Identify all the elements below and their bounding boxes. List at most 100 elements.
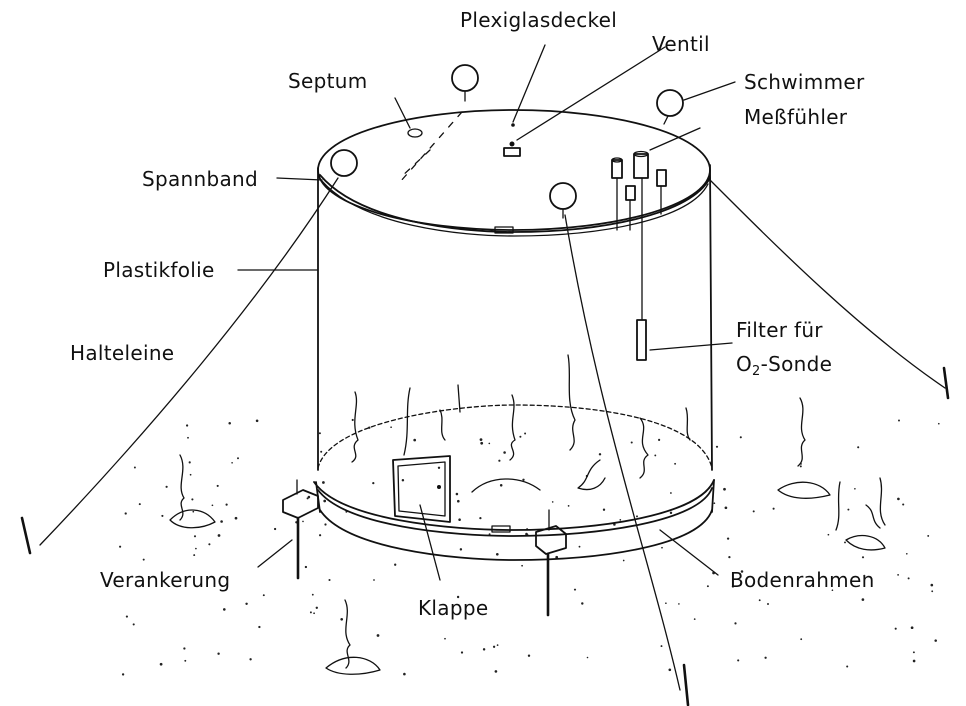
sediment-dot xyxy=(599,453,601,455)
sediment-dot xyxy=(497,644,499,646)
sediment-dot xyxy=(458,518,461,521)
sediment-dot xyxy=(413,439,416,442)
sediment-dot xyxy=(661,645,663,647)
sediment-dot xyxy=(457,500,460,503)
label-halteleine: Halteleine xyxy=(70,343,174,363)
sediment-dot xyxy=(927,535,929,537)
sediment-dot xyxy=(488,443,490,445)
valve xyxy=(504,148,520,156)
label-bodenrahmen: Bodenrahmen xyxy=(730,570,875,590)
sediment-dot xyxy=(438,467,440,469)
sediment-dot xyxy=(192,511,194,513)
sediment-dot xyxy=(340,618,343,621)
sediment-dot xyxy=(496,553,499,556)
sediment-dot xyxy=(737,659,739,661)
sediment-dot xyxy=(847,509,849,511)
sediment-dot xyxy=(133,623,135,625)
sediment-dot xyxy=(186,424,188,426)
sediment-dot xyxy=(714,502,716,504)
sediment-dot xyxy=(403,673,406,676)
sediment-dot xyxy=(480,442,483,445)
sediment-dot xyxy=(934,639,937,642)
sediment-dot xyxy=(906,553,908,555)
sediment-dot xyxy=(828,534,830,536)
plants xyxy=(170,355,885,674)
sediment-dot xyxy=(528,654,530,656)
sediment-dot xyxy=(631,441,633,443)
sediment-dot xyxy=(500,484,503,487)
o2-filter xyxy=(637,320,646,360)
label-verankerung: Verankerung xyxy=(100,570,230,590)
cylinder-wall-right xyxy=(710,165,712,470)
anchor-box-front xyxy=(536,526,566,554)
sediment-dot xyxy=(237,457,239,459)
sediment-dot xyxy=(189,461,191,463)
sediment-dot xyxy=(125,512,127,514)
door-handle xyxy=(437,485,441,489)
label-spannband: Spannband xyxy=(142,169,258,189)
base-inner-rim xyxy=(318,405,712,468)
lid-reflection-1 xyxy=(400,112,462,182)
sediment-dot xyxy=(319,432,321,434)
sediment-dot xyxy=(574,589,576,591)
sediment-dots xyxy=(119,419,940,676)
label-plexiglasdeckel: Plexiglasdeckel xyxy=(460,10,617,30)
sediment-dot xyxy=(623,560,625,562)
sediment-dot xyxy=(897,574,899,576)
sediment-dot xyxy=(581,602,583,604)
sediment-dot xyxy=(328,579,330,581)
anchor-stake-right xyxy=(944,368,948,398)
base-frame-top xyxy=(314,480,714,530)
sediment-dot xyxy=(217,485,219,487)
sediment-dot xyxy=(352,419,354,421)
sediment-dot xyxy=(524,433,526,435)
label-filter-line2: O2-Sonde xyxy=(736,354,832,378)
sediment-dot xyxy=(665,602,667,604)
sediment-dot xyxy=(122,673,124,675)
sediment-dot xyxy=(493,646,495,648)
sediment-dot xyxy=(728,556,730,558)
sediment-dot xyxy=(191,498,193,500)
sediment-dot xyxy=(846,665,848,667)
sediment-dot xyxy=(119,546,121,548)
sediment-dot xyxy=(212,504,214,506)
lid-reflection-2 xyxy=(400,150,430,178)
sediment-dot xyxy=(668,668,671,671)
sediment-dot xyxy=(661,547,663,549)
sediment-dot xyxy=(444,638,446,640)
sediment-dot xyxy=(898,420,900,422)
sediment-dot xyxy=(402,479,404,481)
sediment-dot xyxy=(231,462,233,464)
door-hatch-inner xyxy=(398,462,445,516)
sediment-dot xyxy=(316,607,318,609)
sediment-dot xyxy=(587,657,589,659)
sediment-dot xyxy=(274,528,276,530)
sediment-dot xyxy=(190,474,192,476)
sediment-dot xyxy=(245,603,247,605)
sediment-dot xyxy=(658,439,660,441)
anchor-stake-front xyxy=(684,665,688,705)
label-messfuehler: Meßfühler xyxy=(744,107,847,127)
tension-band xyxy=(320,175,710,232)
sediment-dot xyxy=(862,556,864,558)
sediment-dot xyxy=(674,463,676,465)
sediment-dot xyxy=(552,501,554,503)
sediment-dot xyxy=(263,594,265,596)
mooring-line-front xyxy=(565,215,680,690)
sediment-dot xyxy=(218,534,221,537)
sediment-dot xyxy=(390,426,392,428)
sediment-dot xyxy=(143,559,145,561)
sediment-dot xyxy=(764,657,766,659)
sediment-dot xyxy=(456,493,459,496)
sediment-dot xyxy=(603,509,605,511)
sediment-dot xyxy=(460,548,462,550)
sediment-dot xyxy=(195,548,197,550)
sediment-dot xyxy=(461,651,463,653)
sediment-dot xyxy=(740,436,742,438)
sediment-dot xyxy=(235,517,238,520)
label-klappe: Klappe xyxy=(418,598,488,618)
label-o2-sub: 2 xyxy=(752,364,761,379)
sediment-dot xyxy=(187,437,189,439)
sediment-dot xyxy=(521,565,523,567)
sediment-dot xyxy=(913,651,915,653)
